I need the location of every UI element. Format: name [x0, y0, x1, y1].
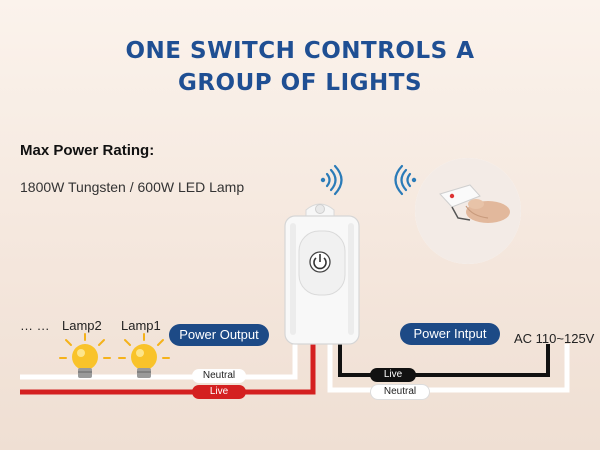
lightbulb-icon [118, 333, 170, 378]
power-input-badge: Power Intput [400, 323, 500, 345]
left-wires [20, 342, 316, 395]
neutral-wire-label-left: Neutral [192, 369, 246, 383]
wifi-signal-icon [394, 164, 417, 196]
more-lamps-ellipsis: … … [20, 318, 50, 333]
live-wire-label-left: Live [192, 385, 246, 399]
right-wires [327, 342, 570, 393]
wireless-switch-receiver [284, 203, 360, 345]
ac-voltage-label: AC 110~125V [514, 331, 595, 346]
neutral-wire-label-right: Neutral [370, 384, 430, 400]
title-line-2: GROUP OF LIGHTS [177, 70, 423, 96]
live-wire-label-right: Live [370, 368, 416, 382]
power-output-badge: Power Output [169, 324, 269, 346]
power-icon [309, 251, 331, 273]
remote-photo [415, 158, 521, 264]
lamp1-label: Lamp1 [121, 318, 161, 333]
wifi-signal-icon [320, 164, 343, 196]
max-power-rating-label: Max Power Rating: [20, 142, 155, 159]
lamp2-label: Lamp2 [62, 318, 102, 333]
max-power-rating-value: 1800W Tungsten / 600W LED Lamp [20, 179, 245, 195]
lightbulb-icon [59, 333, 111, 378]
title-line-1: ONE SWITCH CONTROLS A [125, 38, 475, 64]
